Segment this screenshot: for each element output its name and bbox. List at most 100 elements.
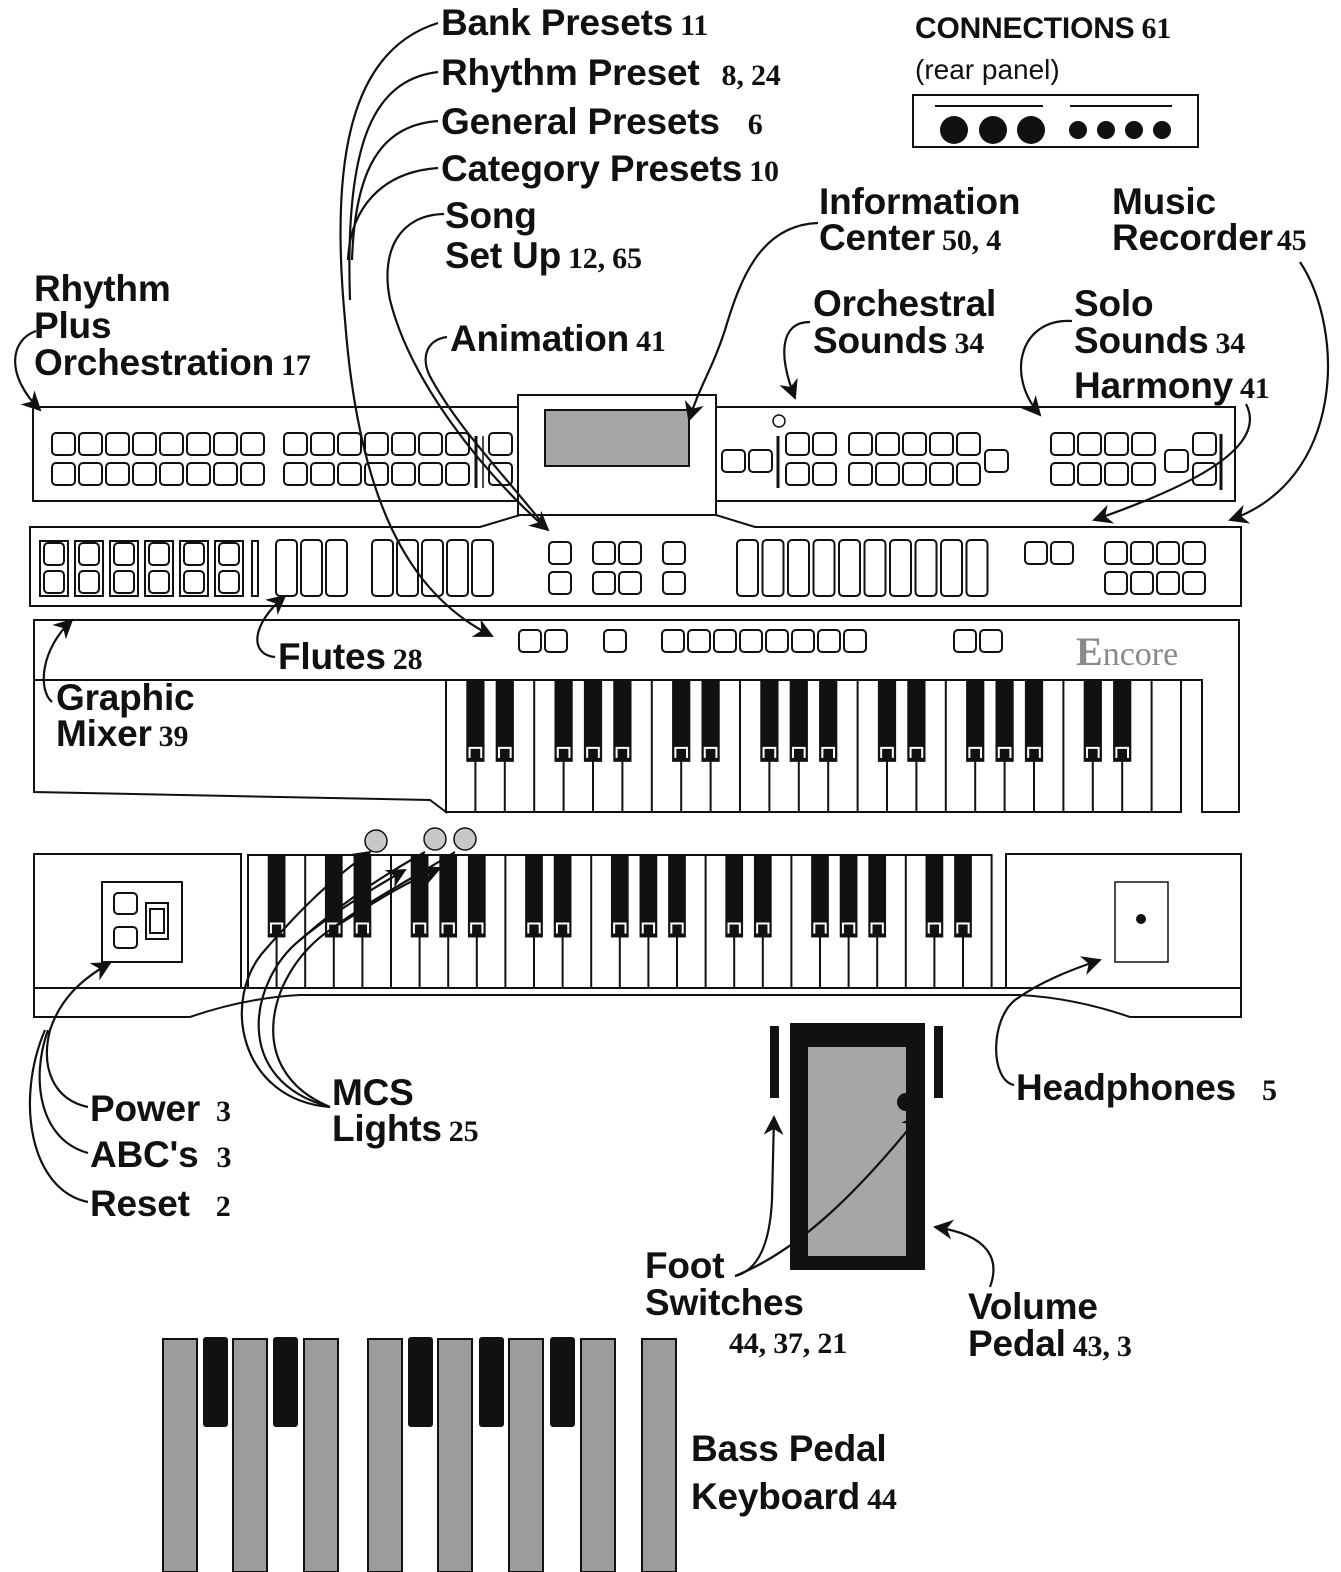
black-key[interactable] [725, 855, 744, 938]
orchestral-button[interactable] [929, 432, 954, 456]
bass-pedal-white[interactable] [437, 1338, 473, 1572]
foot-switch[interactable] [770, 1026, 779, 1098]
bass-pedal-white[interactable] [508, 1338, 544, 1572]
voice-tab[interactable] [812, 539, 836, 597]
black-key[interactable] [466, 680, 485, 762]
rhythm-button[interactable] [51, 462, 76, 486]
volume-pedal[interactable] [770, 1023, 943, 1270]
flute-tab[interactable] [325, 539, 348, 597]
voice-tab[interactable] [914, 539, 938, 597]
black-key[interactable] [613, 680, 632, 762]
black-key[interactable] [525, 855, 543, 938]
solo-button[interactable] [1131, 462, 1156, 486]
rhythm-button[interactable] [213, 432, 238, 456]
black-key[interactable] [1024, 680, 1044, 762]
orchestral-button[interactable] [812, 462, 837, 486]
bass-pedal-black[interactable] [479, 1337, 504, 1427]
orchestral-button[interactable] [875, 432, 900, 456]
recorder-button[interactable] [1130, 541, 1154, 565]
flute-tab[interactable] [471, 539, 494, 597]
orchestration-button[interactable] [310, 432, 335, 456]
black-key[interactable] [439, 855, 458, 938]
orchestral-button[interactable] [875, 462, 900, 486]
orchestral-button[interactable] [848, 432, 873, 456]
black-key[interactable] [668, 855, 686, 938]
rhythm-button[interactable] [105, 432, 130, 456]
black-key[interactable] [753, 855, 772, 938]
black-key[interactable] [583, 680, 603, 762]
orchestral-button[interactable] [984, 449, 1009, 473]
black-key[interactable] [1113, 680, 1132, 762]
foot-switch[interactable] [934, 1026, 943, 1098]
black-key[interactable] [467, 855, 486, 938]
mixer-slider[interactable] [78, 542, 100, 566]
mixer-slider[interactable] [183, 542, 205, 566]
orchestral-button[interactable] [902, 432, 927, 456]
preset-button[interactable] [518, 629, 542, 653]
black-key[interactable] [868, 855, 887, 938]
black-key[interactable] [701, 680, 720, 762]
flute-tab[interactable] [300, 539, 323, 597]
black-key[interactable] [995, 680, 1014, 762]
orchestration-button[interactable] [364, 432, 389, 456]
preset-button[interactable] [843, 629, 867, 653]
mixer-slider[interactable] [183, 570, 205, 594]
bass-pedal-white[interactable] [641, 1338, 677, 1572]
black-key[interactable] [907, 680, 926, 762]
rhythm-button[interactable] [186, 432, 211, 456]
solo-button[interactable] [1077, 462, 1102, 486]
mixer-slider[interactable] [218, 542, 240, 566]
bass-pedal-black[interactable] [203, 1337, 228, 1427]
orchestral-button[interactable] [748, 449, 773, 473]
orchestral-button[interactable] [721, 449, 746, 473]
black-key[interactable] [267, 855, 286, 938]
black-key[interactable] [925, 855, 944, 938]
rhythm-button[interactable] [105, 462, 130, 486]
solo-button[interactable] [1192, 432, 1217, 456]
orchestral-button[interactable] [812, 432, 837, 456]
flute-tab[interactable] [275, 539, 298, 597]
black-key[interactable] [1083, 680, 1102, 762]
rhythm-button[interactable] [78, 462, 103, 486]
recorder-button[interactable] [1156, 541, 1180, 565]
mixer-slider[interactable] [148, 542, 170, 566]
bass-pedal-black[interactable] [408, 1337, 433, 1427]
bass-pedal-black[interactable] [273, 1337, 298, 1427]
rhythm-button[interactable] [132, 432, 157, 456]
voice-tab[interactable] [736, 539, 759, 597]
voice-tab[interactable] [838, 539, 861, 597]
solo-button[interactable] [1104, 462, 1129, 486]
black-key[interactable] [554, 680, 573, 762]
rhythm-button[interactable] [213, 462, 238, 486]
orchestration-button[interactable] [391, 462, 416, 486]
mixer-slider[interactable] [218, 570, 240, 594]
black-key[interactable] [639, 855, 658, 938]
rhythm-button[interactable] [132, 462, 157, 486]
orchestration-button[interactable] [337, 432, 362, 456]
control-button[interactable] [618, 571, 642, 595]
voice-tab[interactable] [787, 539, 810, 597]
preset-button[interactable] [544, 629, 568, 653]
preset-button[interactable] [791, 629, 815, 653]
preset-button[interactable] [979, 629, 1003, 653]
mixer-slider[interactable] [78, 570, 100, 594]
recorder-button[interactable] [1104, 571, 1128, 595]
control-button[interactable] [592, 571, 616, 595]
mixer-slider[interactable] [43, 570, 65, 594]
orchestral-button[interactable] [785, 432, 810, 456]
recorder-button[interactable] [1182, 541, 1206, 565]
orchestration-button[interactable] [445, 432, 470, 456]
recorder-button[interactable] [1130, 571, 1154, 595]
rhythm-button[interactable] [78, 432, 103, 456]
preset-button[interactable] [739, 629, 763, 653]
preset-button[interactable] [765, 629, 789, 653]
bass-pedal-white[interactable] [232, 1338, 268, 1572]
preset-button[interactable] [953, 629, 977, 653]
solo-button[interactable] [1131, 432, 1156, 456]
solo-button[interactable] [1050, 462, 1075, 486]
orchestration-button[interactable] [337, 462, 362, 486]
preset-button[interactable] [687, 629, 711, 653]
black-key[interactable] [789, 680, 808, 762]
rhythm-button[interactable] [159, 432, 184, 456]
black-key[interactable] [760, 680, 779, 762]
